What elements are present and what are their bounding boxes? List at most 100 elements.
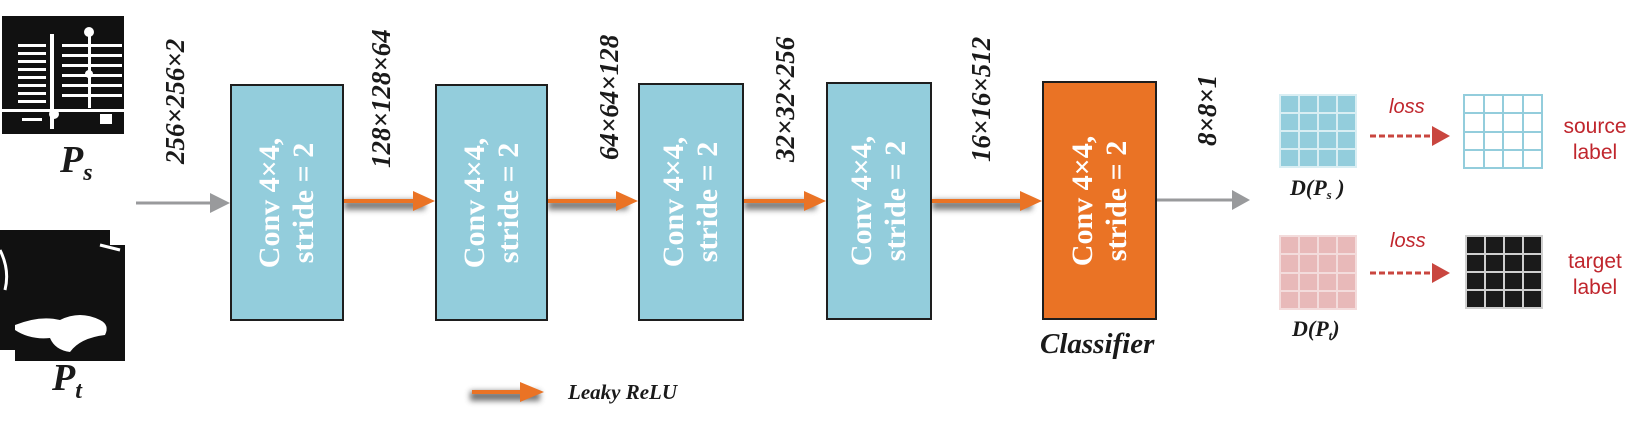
source-loss-label: loss [1389,96,1425,118]
classifier-block-line1: Conv 4×4, [1065,135,1099,266]
grid-cell [1319,255,1336,272]
target-d-open: D( [1292,316,1316,341]
grid-cell [1524,291,1541,307]
source-prediction-label: D(Ps ) [1290,175,1345,203]
leaky-relu-arrow-3 [744,191,826,211]
grid-cell [1524,237,1541,253]
output-arrow [1156,190,1250,210]
dim-label-conv4: 16×16×512 [966,36,996,162]
grid-cell [1486,273,1503,289]
grid-cell [1524,273,1541,289]
conv-block-3-line2: stride = 2 [691,141,724,263]
grid-cell [1281,291,1298,308]
grid-cell [1504,96,1522,113]
conv-block-1-line1: Conv 4×4, [253,137,286,268]
conv-block-2-text: Conv 4×4,stride = 2 [458,137,526,267]
conv-block-2-line2: stride = 2 [491,142,525,263]
conv-block-1-text: Conv 4×4,stride = 2 [253,137,321,267]
grid-cell [1505,255,1522,271]
conv-block-3-line1: Conv 4×4, [657,136,690,268]
grid-cell [1484,114,1502,131]
grid-cell [1504,114,1522,131]
source-image [0,14,127,136]
target-label-text: target label [1555,249,1635,301]
grid-cell [1338,114,1355,130]
grid-cell [1484,132,1502,149]
classifier-block: Conv 4×4,stride = 2 [1042,81,1157,320]
target-label-line2: label [1572,276,1618,299]
target-image [0,230,126,362]
input-arrow [136,193,230,213]
classifier-caption: Classifier [1040,328,1155,360]
leaky-relu-arrow-2 [548,191,638,211]
grid-cell [1465,150,1483,167]
source-input-label: Ps [60,138,93,187]
grid-cell [1300,132,1317,148]
source-label-text: source label [1555,114,1635,166]
grid-cell [1338,132,1355,148]
dim-label-conv1: 128×128×64 [366,29,396,168]
grid-cell [1523,132,1541,149]
source-input-var: P [60,139,84,181]
grid-cell [1523,114,1541,131]
grid-cell [1281,273,1298,290]
grid-cell [1338,255,1355,272]
target-d-sub: t [1328,328,1333,343]
target-loss-arrow [1370,263,1450,283]
conv-block-4-text: Conv 4×4,stride = 2 [845,136,913,266]
target-image-graphic [0,230,125,361]
grid-cell [1300,114,1317,130]
grid-cell [1486,237,1503,253]
grid-cell [1338,237,1355,254]
target-input-var: P [52,357,76,399]
grid-cell [1467,237,1484,253]
grid-cell [1465,132,1483,149]
grid-cell [1484,96,1502,113]
grid-cell [1486,291,1503,307]
target-d-var: P [1315,316,1329,341]
target-input-sub: t [75,378,82,404]
grid-cell [1281,96,1298,112]
grid-cell [1484,150,1502,167]
grid-cell [1338,291,1355,308]
target-label-grid [1465,235,1543,309]
grid-cell [1523,150,1541,167]
grid-cell [1505,273,1522,289]
dim-label-input: 256×256×2 [160,38,190,164]
grid-cell [1319,273,1336,290]
grid-cell [1319,150,1336,166]
conv-block-1: Conv 4×4,stride = 2 [230,84,344,321]
conv-block-3-text: Conv 4×4,stride = 2 [657,137,725,267]
classifier-block-line2: stride = 2 [1099,140,1133,261]
leaky-relu-arrow-4 [932,191,1042,211]
source-input-sub: s [83,160,93,186]
grid-cell [1467,255,1484,271]
grid-cell [1504,132,1522,149]
grid-cell [1300,237,1317,254]
grid-cell [1319,132,1336,148]
source-label-line2: label [1572,141,1618,164]
grid-cell [1467,273,1484,289]
source-d-close: ) [1331,175,1345,200]
grid-cell [1300,150,1317,166]
grid-cell [1300,273,1317,290]
grid-cell [1523,96,1541,113]
grid-cell [1319,114,1336,130]
leaky-relu-arrow-1 [344,191,435,211]
grid-cell [1338,96,1355,112]
grid-cell [1319,96,1336,112]
source-prediction-grid [1279,94,1357,168]
conv-block-4-line1: Conv 4×4, [845,135,878,267]
grid-cell [1281,237,1298,254]
source-image-graphic [2,16,127,134]
grid-cell [1486,255,1503,271]
source-d-sub: s [1326,187,1332,202]
grid-cell [1319,291,1336,308]
grid-cell [1281,255,1298,272]
grid-cell [1300,255,1317,272]
target-prediction-label: D(Pt) [1292,316,1340,344]
grid-cell [1524,255,1541,271]
target-prediction-grid [1279,235,1357,310]
grid-cell [1300,96,1317,112]
